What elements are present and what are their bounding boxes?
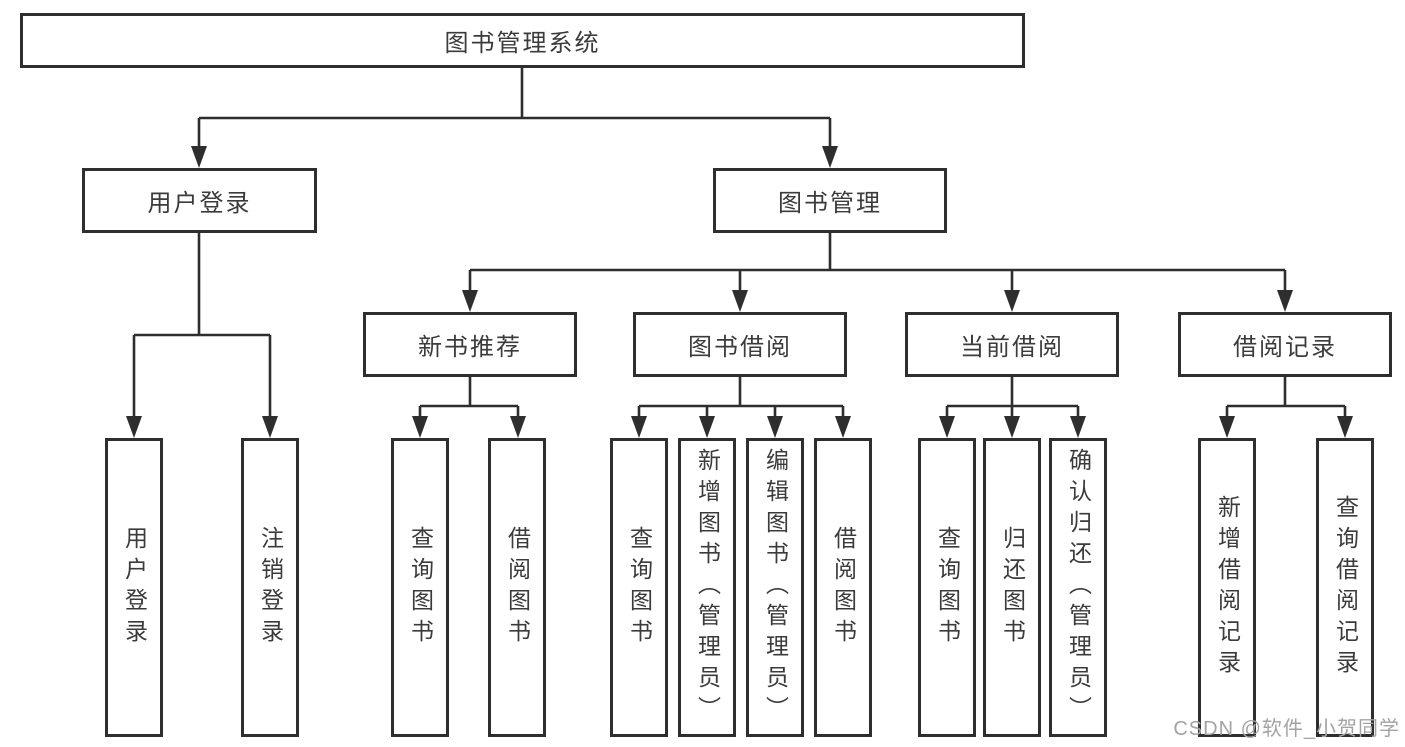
arrowhead-icon	[412, 416, 428, 438]
node-book-borrow: 图书借阅	[633, 312, 847, 377]
arrowhead-icon	[767, 416, 783, 438]
node-leaf-add-borrow-record: 新增借阅记录	[1198, 438, 1256, 737]
arrowhead-icon	[1004, 416, 1020, 438]
node-leaf-borrow-books-2: 借阅图书	[814, 438, 872, 737]
arrowhead-icon	[191, 146, 207, 168]
arrowhead-icon	[822, 146, 838, 168]
node-current-borrow: 当前借阅	[905, 312, 1119, 377]
node-leaf-return-books: 归还图书	[983, 438, 1041, 737]
node-leaf-query-books-3: 查询图书	[918, 438, 976, 737]
watermark-text: CSDN @软件_小贺同学	[1173, 718, 1400, 740]
node-user-login: 用户登录	[82, 168, 317, 233]
node-borrow-records: 借阅记录	[1178, 312, 1392, 377]
node-library-system: 图书管理系统	[20, 13, 1025, 68]
arrowhead-icon	[1277, 290, 1293, 312]
arrowhead-icon	[1219, 416, 1235, 438]
node-leaf-user-login: 用户登录	[105, 438, 163, 737]
arrowhead-icon	[835, 416, 851, 438]
arrowhead-icon	[732, 290, 748, 312]
node-book-management: 图书管理	[713, 168, 947, 233]
node-leaf-logout: 注销登录	[241, 438, 299, 737]
arrowhead-icon	[262, 416, 278, 438]
node-leaf-query-books-1: 查询图书	[391, 438, 449, 737]
arrowhead-icon	[1337, 416, 1353, 438]
node-leaf-query-books-2: 查询图书	[610, 438, 668, 737]
node-new-book-recommend: 新书推荐	[363, 312, 577, 377]
arrowhead-icon	[462, 290, 478, 312]
node-leaf-add-books-admin: 新增图书（管理员）	[678, 438, 736, 737]
node-leaf-edit-books-admin: 编辑图书（管理员）	[746, 438, 804, 737]
node-leaf-borrow-books-1: 借阅图书	[488, 438, 546, 737]
arrowhead-icon	[631, 416, 647, 438]
arrowhead-icon	[1070, 416, 1086, 438]
node-leaf-query-borrow-record: 查询借阅记录	[1316, 438, 1374, 737]
arrowhead-icon	[699, 416, 715, 438]
arrowhead-icon	[510, 416, 526, 438]
arrowhead-icon	[939, 416, 955, 438]
node-leaf-confirm-return-admin: 确认归还（管理员）	[1049, 438, 1107, 737]
arrowhead-icon	[126, 416, 142, 438]
arrowhead-icon	[1004, 290, 1020, 312]
